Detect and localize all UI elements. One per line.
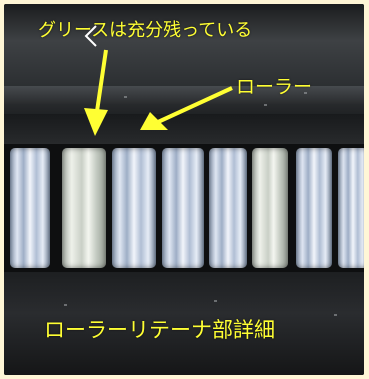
roller-arrow [140, 86, 233, 130]
caption: ローラーリテーナ部詳細 [44, 318, 275, 342]
grease-arrow [84, 49, 108, 136]
roller [112, 148, 156, 268]
roller-row [4, 144, 364, 272]
surface-speck [264, 104, 267, 106]
surface-speck [124, 96, 127, 98]
roller-greased [62, 148, 106, 268]
roller [209, 148, 247, 268]
retainer-edge [4, 114, 364, 148]
roller [162, 148, 204, 268]
roller-label: ローラー [236, 76, 313, 98]
roller [338, 148, 364, 268]
roller [10, 148, 50, 268]
cursor-icon [84, 25, 97, 47]
roller-retainer-photo [4, 4, 364, 375]
grease-label: グリースは充分残っている [38, 20, 253, 41]
surface-speck [334, 314, 337, 316]
bearing-inner-race [4, 272, 364, 375]
race-ridge [4, 86, 364, 104]
roller [296, 148, 332, 268]
surface-speck [64, 304, 67, 306]
roller-greased [252, 148, 288, 268]
surface-speck [304, 92, 307, 94]
bearing-outer-race [4, 4, 364, 86]
surface-speck [214, 300, 217, 302]
